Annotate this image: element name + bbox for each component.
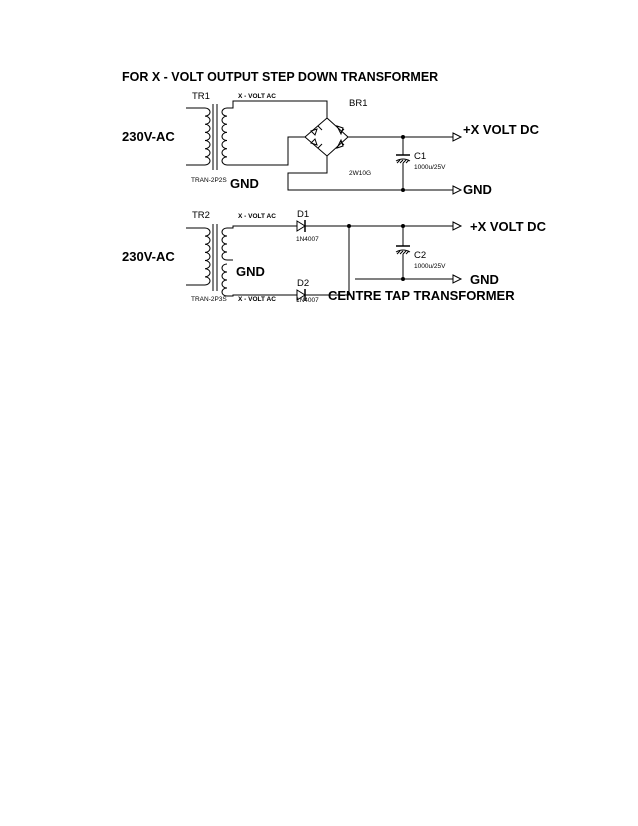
c2-value-label: 1000u/25V	[414, 263, 446, 270]
tr1-secondary-voltage-label: X - VOLT AC	[238, 93, 276, 100]
tr2-secondary-top-voltage-label: X - VOLT AC	[238, 213, 276, 220]
tr2-core	[212, 224, 218, 291]
d1-ref-label: D1	[297, 209, 309, 220]
tr1-secondary-bottom-wire	[227, 136, 305, 166]
d2-part-label: 1N4007	[296, 297, 319, 304]
capacitor-c2	[395, 224, 411, 281]
bridge-rectifier-br1	[304, 117, 349, 157]
tr1-primary-leads	[186, 107, 205, 166]
tr2-input-label: 230V-AC	[122, 249, 175, 264]
capacitor-c1	[395, 135, 411, 192]
tr1-input-label: 230V-AC	[122, 129, 175, 144]
tr2-part-label: TRAN-2P3S	[191, 296, 227, 303]
tr1-core	[212, 104, 218, 170]
c1-ground-rail	[287, 156, 453, 191]
tr1-gnd-label: GND	[230, 176, 259, 191]
circuit-1-full-wave-bridge: TR1 X - VOLT AC 230V-AC TRAN-2P2S GND BR…	[122, 91, 540, 197]
junction-dot-d1-d2	[347, 224, 351, 228]
d2-to-junction-wire	[305, 226, 350, 296]
tr1-secondary-top-wire	[227, 100, 328, 118]
output-pos-label-2: +X VOLT DC	[470, 219, 547, 234]
output-gnd-label-2: GND	[470, 272, 499, 287]
c1-ref-label: C1	[414, 151, 426, 162]
tr2-secondary-bottom-voltage-label: X - VOLT AC	[238, 296, 276, 303]
tr2-centre-gnd-label: GND	[236, 264, 265, 279]
centre-tap-caption: CENTRE TAP TRANSFORMER	[328, 288, 515, 303]
output-gnd-arrow-1	[452, 185, 463, 195]
tr2-ref-label: TR2	[192, 210, 210, 221]
tr2-primary-leads	[186, 227, 205, 286]
circuit-2-centre-tap: TR2 X - VOLT AC 230V-AC GND TRAN-2P3S X …	[122, 209, 547, 304]
output-pos-arrow-2	[452, 221, 463, 231]
tr2-primary-coil	[204, 227, 211, 286]
output-pos-arrow-1	[452, 132, 463, 142]
br1-ref-label: BR1	[349, 98, 367, 109]
diode-d1	[296, 220, 306, 232]
c2-ref-label: C2	[414, 250, 426, 261]
tr2-secondary-bottom-coil	[221, 263, 228, 297]
tr1-ref-label: TR1	[192, 91, 210, 102]
output-gnd-arrow-2	[452, 274, 463, 284]
output-gnd-label-1: GND	[463, 182, 492, 197]
tr1-part-label: TRAN-2P2S	[191, 177, 227, 184]
c1-value-label: 1000u/25V	[414, 164, 446, 171]
diagram-title: FOR X - VOLT OUTPUT STEP DOWN TRANSFORME…	[122, 70, 438, 84]
bridge-diode-symbols	[310, 125, 345, 149]
tr2-secondary-top-coil	[221, 227, 228, 261]
d1-part-label: 1N4007	[296, 236, 319, 243]
d2-ref-label: D2	[297, 278, 309, 289]
output-pos-label-1: +X VOLT DC	[463, 122, 540, 137]
tr2-bottom-to-d2-wire	[227, 294, 297, 297]
tr1-primary-coil	[204, 107, 211, 166]
tr2-top-to-d1-wire	[227, 225, 297, 229]
br1-part-label: 2W10G	[349, 170, 371, 177]
tr1-secondary-coil	[221, 107, 228, 166]
